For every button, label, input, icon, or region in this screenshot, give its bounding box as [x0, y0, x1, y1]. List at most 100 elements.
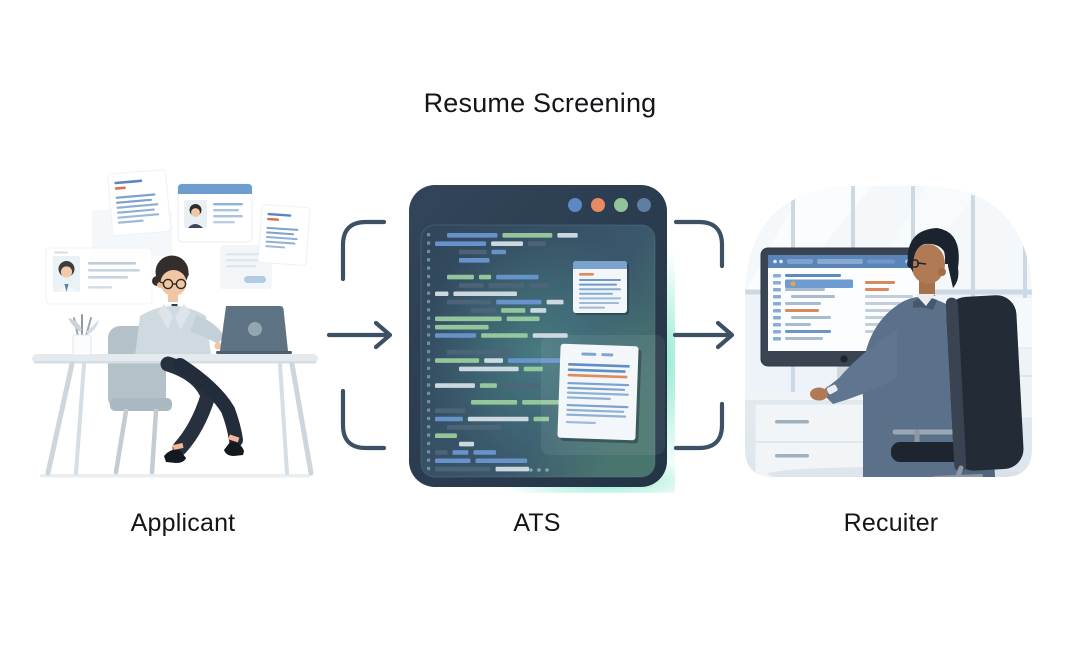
bracket-right-bottom: [673, 401, 725, 451]
code-bar: [459, 441, 475, 447]
code-bar: [479, 383, 497, 388]
code-bar: [529, 283, 549, 288]
pen-cup: [68, 314, 99, 356]
bracket-left-top: [340, 219, 387, 282]
code-bar: [435, 324, 489, 330]
code-bar: [481, 333, 528, 338]
head: [911, 244, 945, 284]
jacket: [135, 306, 211, 356]
person-legs: [160, 356, 244, 463]
ats-resume-card-large: [541, 335, 665, 455]
code-gutter-mark: [427, 341, 431, 345]
code-gutter-mark: [427, 324, 431, 329]
ats-resume-card-small: [573, 261, 629, 315]
code-bar: [475, 458, 528, 464]
code-bar: [453, 291, 517, 297]
row-line: [785, 309, 819, 312]
resume-card-text: [107, 169, 172, 237]
code-gutter-mark: [427, 241, 431, 245]
code-gutter-mark: [427, 374, 431, 379]
code-bar: [491, 249, 506, 255]
code-bar: [435, 416, 463, 422]
ats-footer-dots: [529, 468, 549, 472]
laptop: [216, 306, 292, 354]
monitor-camera-icon: [840, 355, 848, 363]
resume-card-mini: [257, 204, 311, 266]
drawer-handle: [775, 454, 809, 458]
stage-label-recruiter: Recuiter: [843, 509, 939, 537]
code-bar: [522, 400, 560, 405]
code-bar: [530, 308, 547, 313]
code-bar: [435, 316, 502, 322]
recruiter-illustration: [745, 186, 1032, 477]
row-line: [865, 281, 895, 284]
row-line: [785, 330, 831, 333]
code-bar: [532, 333, 568, 338]
row-chip: [773, 309, 781, 313]
row-line: [865, 295, 913, 298]
code-gutter-mark: [427, 466, 431, 471]
row-line: [791, 316, 831, 319]
code-bar: [557, 233, 578, 238]
window-dot-1: [591, 198, 605, 212]
row-chip: [773, 281, 781, 285]
code-gutter-mark: [427, 299, 431, 304]
resume-card-photo-header: [177, 183, 253, 243]
recruiter-chair: [891, 295, 1024, 477]
row-line: [791, 295, 835, 298]
cuff: [826, 384, 838, 395]
code-bar: [467, 416, 529, 422]
desk-leg: [289, 361, 314, 476]
code-bar: [459, 283, 484, 288]
code-gutter-mark: [427, 441, 431, 446]
code-bar: [478, 274, 492, 280]
code-bar: [471, 400, 518, 405]
code-gutter-mark: [427, 383, 431, 387]
code-bar: [527, 241, 546, 246]
bracket-right-top: [673, 219, 725, 269]
code-bar: [447, 233, 498, 238]
code-gutter-mark: [427, 358, 431, 362]
highlighted-row-icon: [790, 281, 796, 287]
row-line: [865, 302, 905, 305]
code-bar: [435, 383, 475, 388]
collar: [915, 294, 935, 306]
code-bar: [501, 383, 539, 388]
row-line: [785, 274, 841, 277]
code-gutter-mark: [427, 416, 431, 421]
code-bar: [508, 358, 566, 363]
laptop-logo: [248, 322, 262, 336]
code-bar: [435, 458, 471, 464]
code-bar: [447, 274, 474, 280]
code-gutter-mark: [427, 366, 431, 370]
code-bar: [435, 241, 487, 246]
row-line: [785, 323, 811, 326]
stage-label-applicant: Applicant: [130, 509, 236, 537]
code-bar: [496, 274, 539, 280]
code-bar: [435, 433, 457, 438]
code-bar: [435, 291, 449, 297]
face: [160, 270, 187, 296]
code-bar: [459, 249, 487, 255]
row-chip: [773, 274, 781, 278]
code-bar: [473, 450, 497, 455]
code-gutter-mark: [427, 425, 431, 429]
code-gutter-mark: [427, 408, 431, 412]
code-gutter-mark: [427, 233, 431, 237]
glasses-icon: [907, 259, 927, 268]
row-line: [785, 302, 821, 305]
code-gutter-mark: [427, 249, 431, 254]
code-bar: [495, 466, 530, 472]
flow-arrow-applicant-to-ats: [326, 320, 393, 350]
row-chip: [773, 330, 781, 334]
ear: [938, 268, 946, 276]
code-bar: [496, 299, 542, 305]
code-bar: [471, 308, 497, 313]
code-gutter-mark: [427, 391, 431, 396]
code-bar: [447, 349, 514, 355]
row-line: [785, 337, 823, 340]
code-bar: [533, 416, 550, 422]
code-bar: [501, 308, 526, 313]
code-bar: [546, 299, 564, 305]
applicant-illustration: [32, 169, 318, 478]
